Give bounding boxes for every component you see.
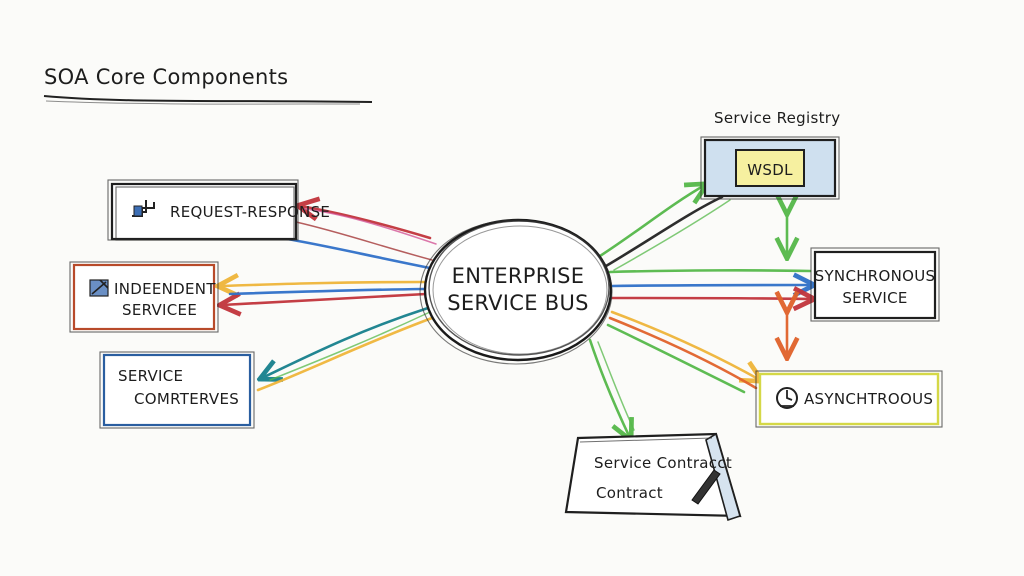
wsdl-box <box>735 149 805 187</box>
independent-label-line1: INDEENDENT <box>114 280 216 298</box>
right-connections <box>588 185 812 438</box>
request-response-icon <box>132 200 155 217</box>
wsdl-label: WSDL <box>747 161 793 179</box>
independent-service-icon <box>89 279 109 297</box>
wire-red-sync <box>610 298 812 299</box>
contract-label-line1: Service Contracct <box>594 454 732 472</box>
wire-green-contract-2 <box>597 341 635 431</box>
service-registry: Service Registry WSDL <box>700 109 840 200</box>
request-response-label: REQUEST-RESPONSE <box>170 203 330 221</box>
asynchronous-label: ASYNCHTROOUS <box>804 390 933 408</box>
enterprise-service-bus: ENTERPRISE SERVICE BUS <box>419 218 613 365</box>
diagram-title: SOA Core Components <box>44 65 288 89</box>
asynchronous-box: ASYNCHTROOUS <box>755 370 943 428</box>
pen-icon <box>691 469 721 505</box>
asynchronous-icon <box>776 387 798 409</box>
wire-orange-async <box>608 316 758 390</box>
title-underline-2 <box>45 100 361 105</box>
request-response-box: REQUEST-RESPONSE <box>107 179 330 241</box>
title-underline <box>43 95 373 103</box>
synchronous-label-line1: SYNCHRONOUS <box>815 267 936 285</box>
wire-green-registry-2 <box>613 199 731 271</box>
wire-yellow-async <box>610 310 760 380</box>
synchronous-service-box: SYNCHRONOUS SERVICE <box>810 247 940 322</box>
service-components-box: SERVICE COMRTERVES <box>99 351 255 429</box>
wire-dark-registry <box>604 195 724 268</box>
hub-label-line1: ENTERPRISE <box>452 264 585 288</box>
wire-blue-sync <box>610 285 812 286</box>
registry-label: Service Registry <box>714 109 840 127</box>
independent-service-box: INDEENDENT SERVICEE <box>69 261 219 333</box>
wire-green-contract <box>588 338 630 438</box>
contract-label-line2: Contract <box>596 484 663 502</box>
wire-blue-independent <box>228 287 426 296</box>
wire-red-request-2 <box>295 221 433 261</box>
service-contract-card: Service Contracct Contract <box>564 432 742 522</box>
wire-green-registry <box>598 185 705 258</box>
wire-yellow-components <box>256 316 434 392</box>
components-label-line2: COMRTERVES <box>134 390 239 408</box>
wire-red-request <box>300 206 432 240</box>
hub-label-line2: SERVICE BUS <box>447 291 589 315</box>
left-connections <box>220 206 437 392</box>
wire-green-async <box>606 323 746 394</box>
independent-label-line2: SERVICEE <box>122 301 197 319</box>
wire-green-sync <box>608 269 812 274</box>
wire-teal-components <box>262 306 430 378</box>
wire-red-independent <box>222 294 428 305</box>
synchronous-label-line2: SERVICE <box>842 289 907 307</box>
wire-yellow-independent <box>220 282 426 286</box>
wire-green-components <box>269 311 431 381</box>
components-label-line1: SERVICE <box>118 367 183 385</box>
wire-magenta-request <box>303 208 437 245</box>
